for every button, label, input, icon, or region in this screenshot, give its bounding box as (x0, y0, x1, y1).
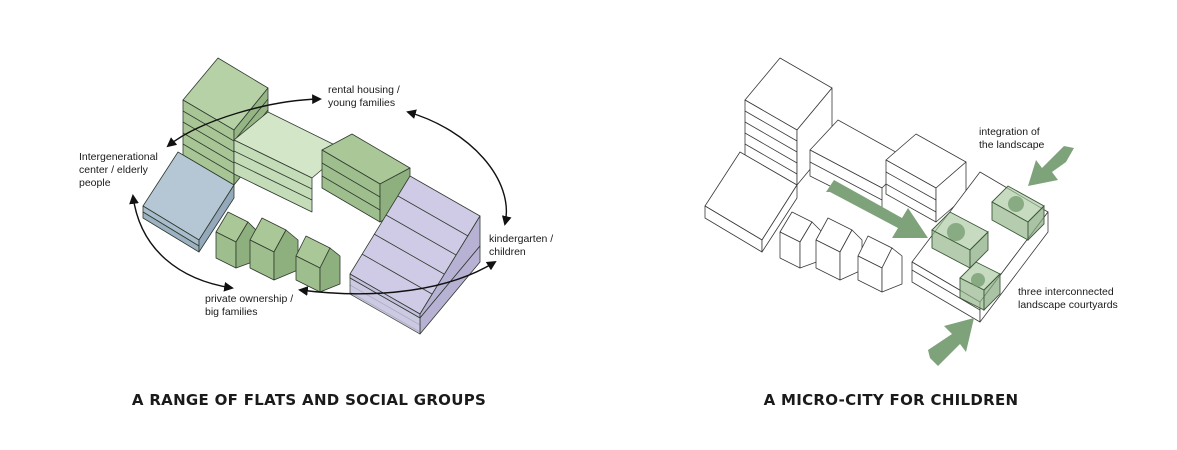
label-courtyards: three interconnected landscape courtyard… (1018, 286, 1118, 311)
block-white-left (704, 151, 798, 253)
block-white-middle (809, 119, 911, 213)
label-rental: rental housing / young families (328, 84, 403, 109)
arc-rental-intergen (166, 94, 322, 148)
arc-rental-kinder (406, 109, 512, 226)
arc-private-kinder (298, 260, 497, 296)
courtyards (931, 185, 1045, 312)
arrow-southwest-icon (1028, 146, 1074, 186)
tree-icon (971, 273, 985, 287)
courtyard-3 (959, 261, 1001, 312)
tower-white (744, 57, 833, 186)
courtyard-1 (931, 211, 989, 270)
title-right: A MICRO-CITY FOR CHILDREN (764, 391, 1019, 409)
arc-intergen-private (129, 194, 234, 292)
label-kinder: kindergarten / children (489, 233, 556, 258)
tree-icon (1008, 196, 1024, 212)
label-integration: integration of the landscape (979, 126, 1045, 151)
tree-icon (947, 223, 965, 241)
title-left: A RANGE OF FLATS AND SOCIAL GROUPS (132, 391, 486, 409)
left-diagram: rental housing / young families Intergen… (79, 57, 556, 409)
courtyard-2 (991, 185, 1045, 242)
arcs-left (129, 94, 512, 296)
houses-private (215, 211, 341, 293)
block-white-right (885, 133, 967, 223)
arrow-east-icon (826, 180, 928, 238)
landscape-arrows (826, 146, 1074, 366)
label-intergen: Intergenerational center / elderly peopl… (79, 151, 161, 189)
arrow-northeast-icon (928, 318, 974, 366)
right-diagram: integration of the landscape three inter… (704, 57, 1118, 409)
label-private: private ownership / big families (205, 293, 296, 318)
houses-white (779, 211, 903, 293)
